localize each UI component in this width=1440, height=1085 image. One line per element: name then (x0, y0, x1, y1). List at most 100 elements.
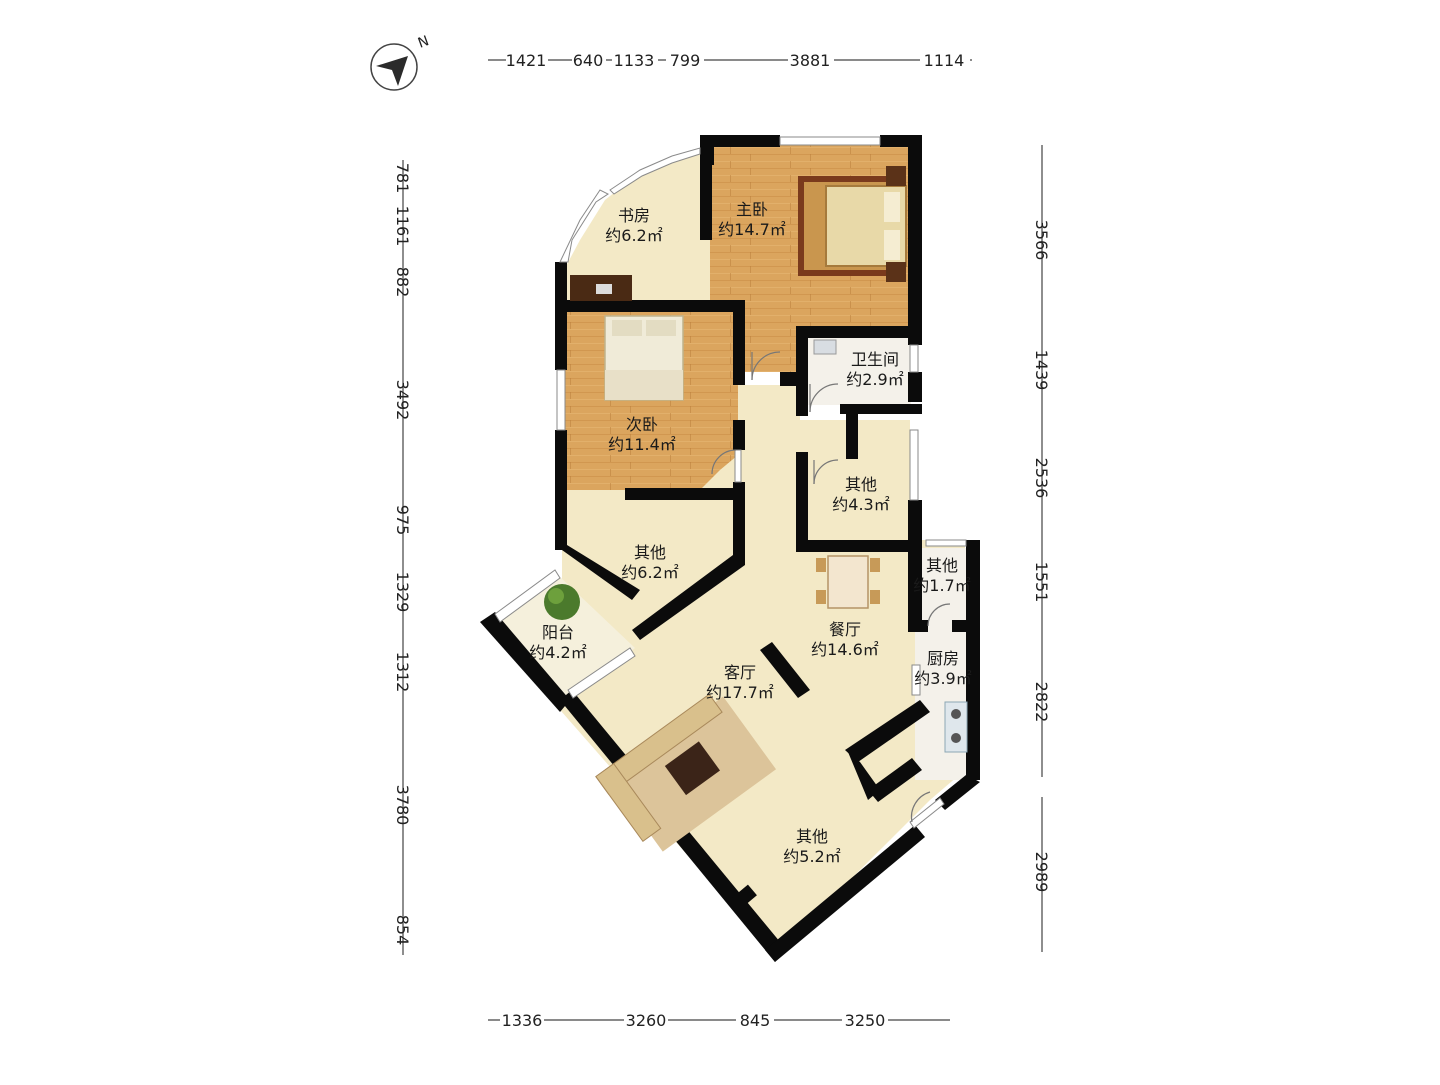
wall (765, 825, 925, 962)
room-name-balcony: 阳台 (542, 623, 574, 642)
dimension-top-3: 1133 (614, 51, 655, 70)
plant (544, 584, 580, 620)
dimension-right-3: 2536 (1032, 458, 1051, 499)
window (609, 147, 701, 195)
window (909, 344, 919, 373)
wall (796, 326, 922, 338)
dimension-left-1: 781 (393, 163, 412, 194)
room-area-kitchen: 约3.9㎡ (914, 669, 971, 688)
wall (760, 642, 810, 698)
wall (908, 135, 922, 345)
wall (480, 612, 570, 712)
wall (952, 620, 980, 632)
window (567, 647, 636, 699)
wall (796, 326, 808, 416)
nightstand (886, 166, 906, 186)
study-floor (565, 150, 710, 300)
dimension-left-8: 3780 (393, 785, 412, 826)
room-name-dining: 餐厅 (829, 620, 861, 639)
sofa-set (595, 693, 777, 852)
room-area-study: 约6.2㎡ (605, 226, 662, 245)
window (559, 189, 609, 263)
dimension-bottom-4: 3250 (845, 1011, 886, 1030)
doors (711, 351, 951, 823)
wall (625, 488, 745, 500)
wall (555, 430, 567, 550)
dining-table (827, 555, 869, 609)
dimension-bottom-1: 1336 (502, 1011, 543, 1030)
window (909, 429, 919, 501)
door-swing (711, 449, 737, 475)
wall (840, 404, 922, 414)
room-labels: 书房 约6.2㎡ 主卧 约14.7㎡ 卫生间 约2.9㎡ 次卧 约11.4㎡ 其… (529, 200, 971, 866)
dimension-left-7: 1312 (393, 652, 412, 693)
compass: N (370, 33, 431, 91)
chair (816, 590, 826, 604)
dimension-top-2: 640 (573, 51, 604, 70)
wall (733, 482, 745, 562)
dimension-top-1: 1421 (506, 51, 547, 70)
room-area-other-left: 约6.2㎡ (621, 563, 678, 582)
wall (555, 262, 567, 304)
wall (966, 540, 980, 780)
room-name-other-bottom: 其他 (796, 827, 828, 846)
room-area-other-small: 约1.7㎡ (913, 576, 970, 595)
window (556, 369, 566, 431)
dimension-left: 781 1161 882 3492 975 1329 1312 3780 854 (393, 160, 412, 955)
dimension-right-2: 1439 (1032, 350, 1051, 391)
burner (951, 733, 961, 743)
wall (632, 555, 745, 640)
room-name-other-left: 其他 (634, 543, 666, 562)
dimension-top-5: 3881 (790, 51, 831, 70)
furniture (544, 166, 968, 852)
wall (908, 620, 928, 632)
room-area-other-right: 约4.3㎡ (832, 495, 889, 514)
chair (870, 590, 880, 604)
room-name-other-right: 其他 (845, 475, 877, 494)
wall (733, 420, 745, 450)
plant-leaf (548, 588, 564, 604)
window (925, 539, 967, 547)
wall (796, 540, 922, 552)
dimension-left-4: 3492 (393, 380, 412, 421)
door-swing (927, 603, 951, 627)
dimension-right-6: 2989 (1032, 852, 1051, 893)
wall (555, 300, 745, 312)
dimension-top-6: 1114 (924, 51, 965, 70)
dimension-top-4: 799 (670, 51, 701, 70)
wall (908, 500, 922, 630)
wall (700, 135, 780, 147)
wall (796, 452, 808, 550)
wall (780, 372, 808, 386)
room-area-second-bedroom: 约11.4㎡ (608, 435, 676, 454)
room-name-study: 书房 (618, 206, 650, 225)
room-name-bathroom: 卫生间 (851, 350, 899, 369)
room-name-second-bedroom: 次卧 (626, 415, 658, 434)
room-area-bathroom: 约2.9㎡ (846, 370, 903, 389)
burner (951, 709, 961, 719)
wall (731, 884, 757, 910)
wall (700, 165, 712, 240)
room-area-balcony: 约4.2㎡ (529, 643, 586, 662)
room-area-living: 约17.7㎡ (706, 683, 774, 702)
bed-cover (605, 370, 683, 400)
wall (845, 700, 930, 762)
window (494, 569, 561, 623)
sink (813, 339, 837, 355)
window (911, 664, 921, 696)
door-swing (910, 791, 931, 823)
room-name-master-bedroom: 主卧 (736, 200, 768, 219)
pillow (612, 320, 642, 336)
window (734, 449, 742, 483)
room-area-dining: 约14.6㎡ (811, 640, 879, 659)
dimension-left-6: 1329 (393, 572, 412, 613)
dimension-left-3: 882 (393, 267, 412, 298)
dimension-right-5: 2822 (1032, 682, 1051, 723)
dimension-right-4: 1551 (1032, 562, 1051, 603)
north-label: N (416, 33, 431, 52)
pillow (646, 320, 676, 336)
sofa (595, 762, 662, 842)
window (909, 797, 945, 829)
room-area-other-bottom: 约5.2㎡ (783, 847, 840, 866)
laptop (596, 284, 612, 294)
